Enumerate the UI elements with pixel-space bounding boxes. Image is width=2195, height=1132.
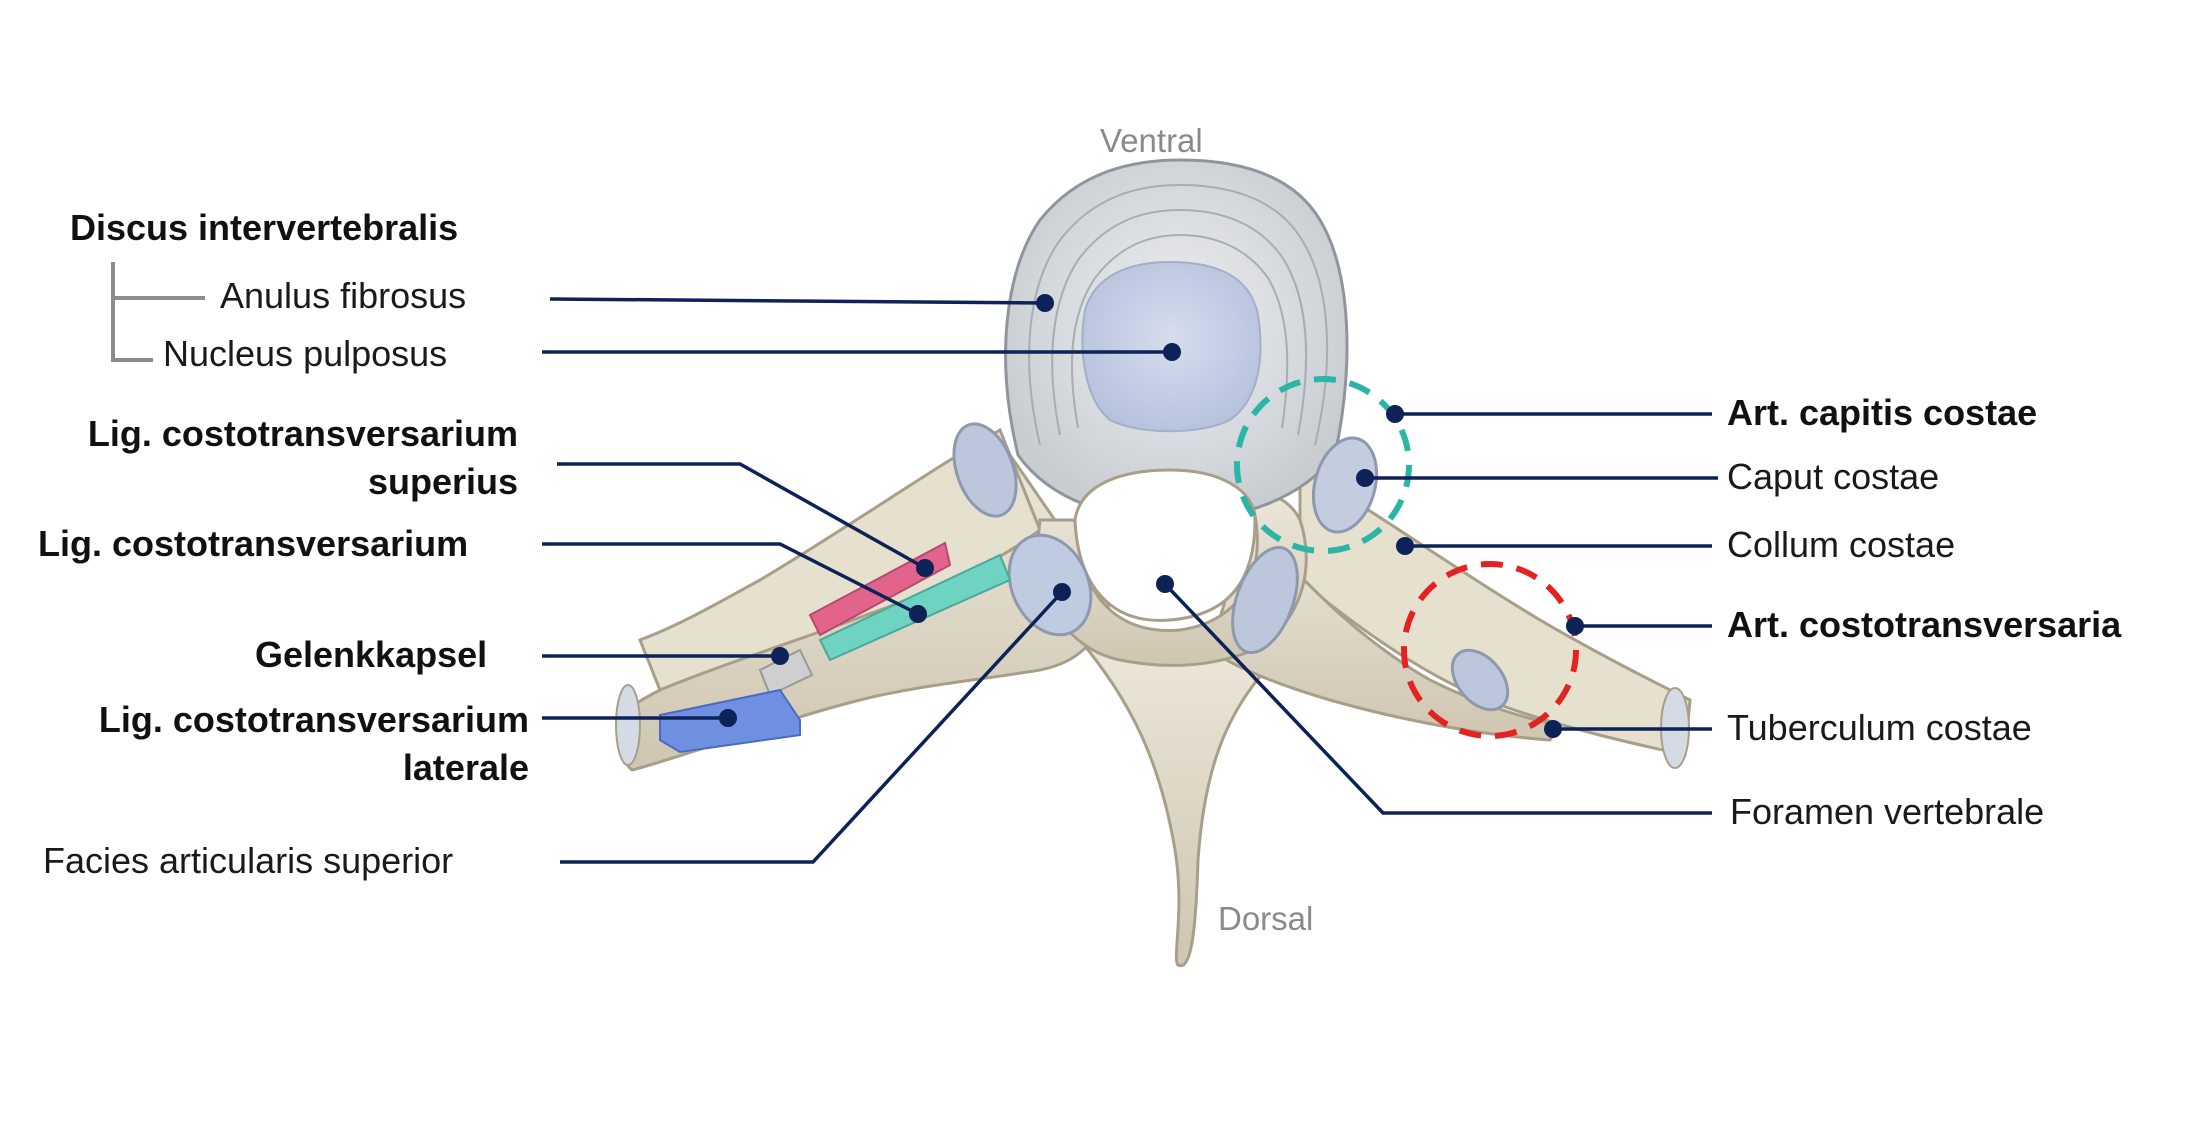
leader-facies-articularis (560, 590, 1064, 864)
label-lig-costotransversarium: Lig. costotransversarium (38, 523, 469, 564)
lig-costotransversarium-superius-shape (808, 541, 952, 637)
dot-caput-costae (1356, 469, 1374, 487)
dot-lig-superius (916, 559, 934, 577)
label-lig-costotransversarium-laterale: Lig. costotransversarium laterale (99, 696, 529, 792)
discus-bracket (111, 262, 205, 362)
label-discus-intervertebralis: Discus intervertebralis (70, 207, 459, 248)
label-anulus-fibrosus: Anulus fibrosus (220, 275, 467, 316)
anulus-ring-2 (1051, 208, 1308, 436)
art-capitis-costae-highlight (1234, 376, 1412, 554)
anulus-ring-3 (1071, 233, 1289, 429)
dot-facies-articularis (1053, 583, 1071, 601)
left-rib-head-facet (952, 422, 1018, 518)
foramen-vertebrale-shape (1073, 468, 1257, 622)
label-facies-articularis-superior: Facies articularis superior (43, 840, 454, 881)
dot-gelenkkapsel (771, 647, 789, 665)
ventral-label: Ventral (1100, 122, 1203, 159)
dot-nucleus-pulposus (1163, 343, 1181, 361)
dot-art-capitis-costae (1386, 405, 1404, 423)
label-art-costotransversaria: Art. costotransversaria (1727, 604, 2122, 645)
spinous-process (1076, 638, 1294, 968)
label-collum-costae: Collum costae (1727, 524, 1956, 565)
leader-anulus-fibrosus (549, 297, 1046, 305)
leader-foramen-vertebrale (1163, 582, 1712, 815)
label-nucleus-pulposus: Nucleus pulposus (163, 333, 448, 374)
dot-collum-costae (1396, 537, 1414, 555)
dot-anulus-fibrosus (1036, 294, 1054, 312)
rib-end-left (615, 684, 641, 766)
facies-articularis-superior-shape (1007, 533, 1093, 637)
leader-lig-costotransversarium (542, 542, 919, 616)
dot-foramen-vertebrale (1156, 575, 1174, 593)
tuberculum-facet (1450, 648, 1510, 712)
anulus-ring-1 (1028, 183, 1329, 446)
caput-costae-shape (1311, 436, 1379, 534)
dot-lig-costotransversarium (909, 605, 927, 623)
art-costotransversaria-highlight (1401, 561, 1579, 739)
dot-tuberculum-costae (1544, 720, 1562, 738)
dot-art-costotransversaria (1566, 617, 1584, 635)
right-articular-facet (1231, 545, 1299, 655)
label-lig-laterale-line2: laterale (402, 747, 529, 788)
label-art-capitis-costae: Art. capitis costae (1727, 392, 2038, 433)
label-gelenkkapsel: Gelenkkapsel (255, 634, 488, 675)
label-lig-superius-line1: Lig. costotransversarium (87, 413, 518, 454)
label-lig-costotransversarium-superius: Lig. costotransversarium superius (88, 410, 518, 506)
label-tuberculum-costae: Tuberculum costae (1727, 707, 2032, 748)
dorsal-label: Dorsal (1218, 900, 1314, 937)
label-lig-laterale-line1: Lig. costotransversarium (98, 699, 529, 740)
label-foramen-vertebrale: Foramen vertebrale (1730, 791, 2045, 832)
dot-lig-laterale (719, 709, 737, 727)
label-caput-costae: Caput costae (1727, 456, 1940, 497)
leader-lig-superius (557, 462, 926, 570)
label-lig-superius-line2: superius (367, 461, 518, 502)
